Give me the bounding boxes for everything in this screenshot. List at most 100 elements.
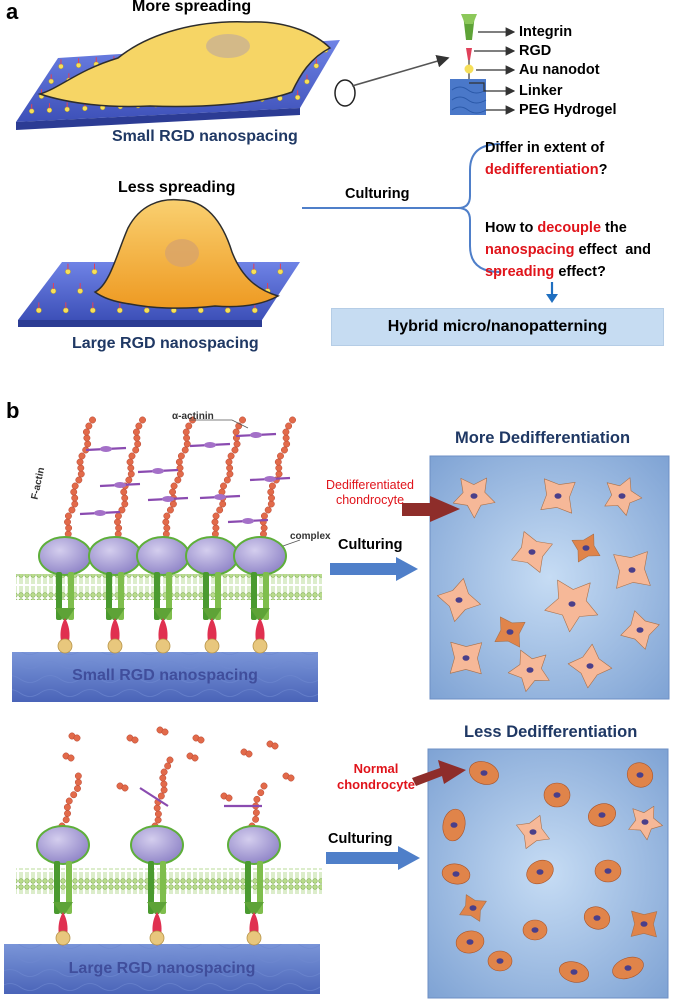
more-dediff-title: More Dedifferentiation	[455, 429, 631, 447]
talin-complex	[36, 825, 90, 865]
top-actin-network	[61, 416, 296, 544]
integrin-beta	[257, 861, 263, 914]
actin-bead	[174, 476, 182, 484]
rgd-dot	[197, 307, 204, 314]
actin-bead	[132, 446, 140, 454]
cell-nucleus	[598, 812, 606, 818]
actin-bead	[191, 754, 199, 762]
bottom-culture-cells	[441, 761, 663, 983]
actin-bead	[159, 774, 167, 782]
actin-bead	[84, 440, 92, 448]
actin-bead	[121, 494, 129, 502]
actin-bead	[160, 780, 168, 788]
talin-complex	[88, 536, 142, 576]
actin-bead	[275, 464, 283, 472]
rgd-dot	[64, 106, 70, 112]
rgd-dot	[35, 307, 42, 314]
actin-bead	[170, 482, 178, 490]
cell-nucleus	[640, 921, 648, 927]
rgd-dot	[46, 107, 53, 113]
complex-pointer	[282, 539, 301, 547]
actin-bead	[166, 506, 174, 514]
integrin-alpha	[148, 861, 154, 914]
molecular-inset	[450, 14, 487, 115]
actin-bead	[121, 500, 129, 508]
actin-bead	[160, 768, 168, 776]
less-spreading-caption: Less spreading	[118, 179, 236, 196]
panel-a-label: a	[6, 0, 19, 24]
actin-bead	[252, 815, 260, 823]
actin-bead	[134, 440, 142, 448]
actin-bead	[253, 795, 261, 803]
actin-bead	[245, 750, 253, 758]
actin-bead	[282, 428, 290, 436]
actin-bead	[153, 804, 161, 812]
actinin-node	[152, 468, 164, 474]
actin-bead	[260, 512, 268, 520]
zoom-line	[351, 54, 450, 87]
au-nanodot	[57, 638, 73, 654]
au-nanodot	[246, 930, 262, 946]
actin-bead	[182, 428, 190, 436]
complex-label: complex	[290, 531, 331, 542]
talin-complex	[136, 536, 190, 576]
actin-bead	[125, 476, 133, 484]
actin-bead	[76, 458, 84, 466]
legend-rgd: RGD	[519, 43, 552, 59]
actin-bead	[65, 797, 73, 805]
rgd-dot	[29, 108, 35, 114]
cell-nucleus	[636, 627, 644, 633]
cell-nucleus	[624, 965, 632, 971]
actin-bead	[181, 446, 189, 454]
culturing-label-b-top: Culturing	[338, 537, 403, 553]
actinin-node	[114, 482, 126, 488]
actin-bead	[160, 786, 168, 794]
more-spreading-caption: More spreading	[132, 0, 252, 15]
actin-bead	[162, 518, 170, 526]
actin-bead	[264, 506, 272, 514]
actin-bead	[257, 789, 265, 797]
hybrid-patterning-box: Hybrid micro/nanopatterning	[331, 308, 664, 346]
actin-bead	[70, 791, 78, 799]
cell-nucleus	[466, 939, 474, 945]
rgd-dot	[77, 288, 84, 294]
actin-bead	[74, 772, 82, 780]
cell-nucleus	[469, 905, 477, 911]
actin-bead	[71, 482, 79, 490]
less-dediff-title: Less Dedifferentiation	[464, 723, 638, 741]
cell-nucleus	[452, 871, 460, 877]
integrin-beta	[160, 861, 166, 914]
legend-peg-hydrogel: PEG Hydrogel	[519, 102, 617, 118]
actinin-pointer	[190, 419, 249, 429]
actin-bead	[260, 524, 268, 532]
actin-bead	[75, 476, 83, 484]
actin-bead	[277, 452, 284, 460]
actin-bead	[176, 470, 184, 478]
actin-bead	[177, 452, 185, 460]
actin-bead	[268, 494, 275, 502]
cell-nucleus	[526, 667, 534, 673]
actin-bead	[120, 488, 128, 496]
cell-nucleus	[531, 927, 539, 933]
actin-bead	[183, 440, 191, 448]
actin-bead	[63, 803, 71, 811]
cell-nucleus	[636, 772, 644, 778]
large-rgd-caption: Large RGD nanospacing	[72, 335, 259, 352]
actin-bead	[121, 784, 129, 792]
actin-bead	[219, 500, 227, 508]
cell-nucleus	[628, 567, 636, 573]
bottom-substrate-block	[4, 944, 320, 994]
actin-bead	[74, 778, 82, 786]
legend-arrows	[469, 27, 516, 115]
zoom-circle	[334, 79, 356, 107]
actinin-node	[162, 496, 174, 502]
actin-bead	[154, 810, 162, 818]
actin-bead	[89, 416, 96, 424]
cell-nucleus	[586, 663, 594, 669]
integrin-alpha	[54, 861, 60, 914]
actin-bead	[71, 494, 79, 502]
actin-bead	[289, 416, 296, 424]
rgd-dot	[277, 268, 284, 275]
culturing-arrow-top	[330, 557, 418, 581]
